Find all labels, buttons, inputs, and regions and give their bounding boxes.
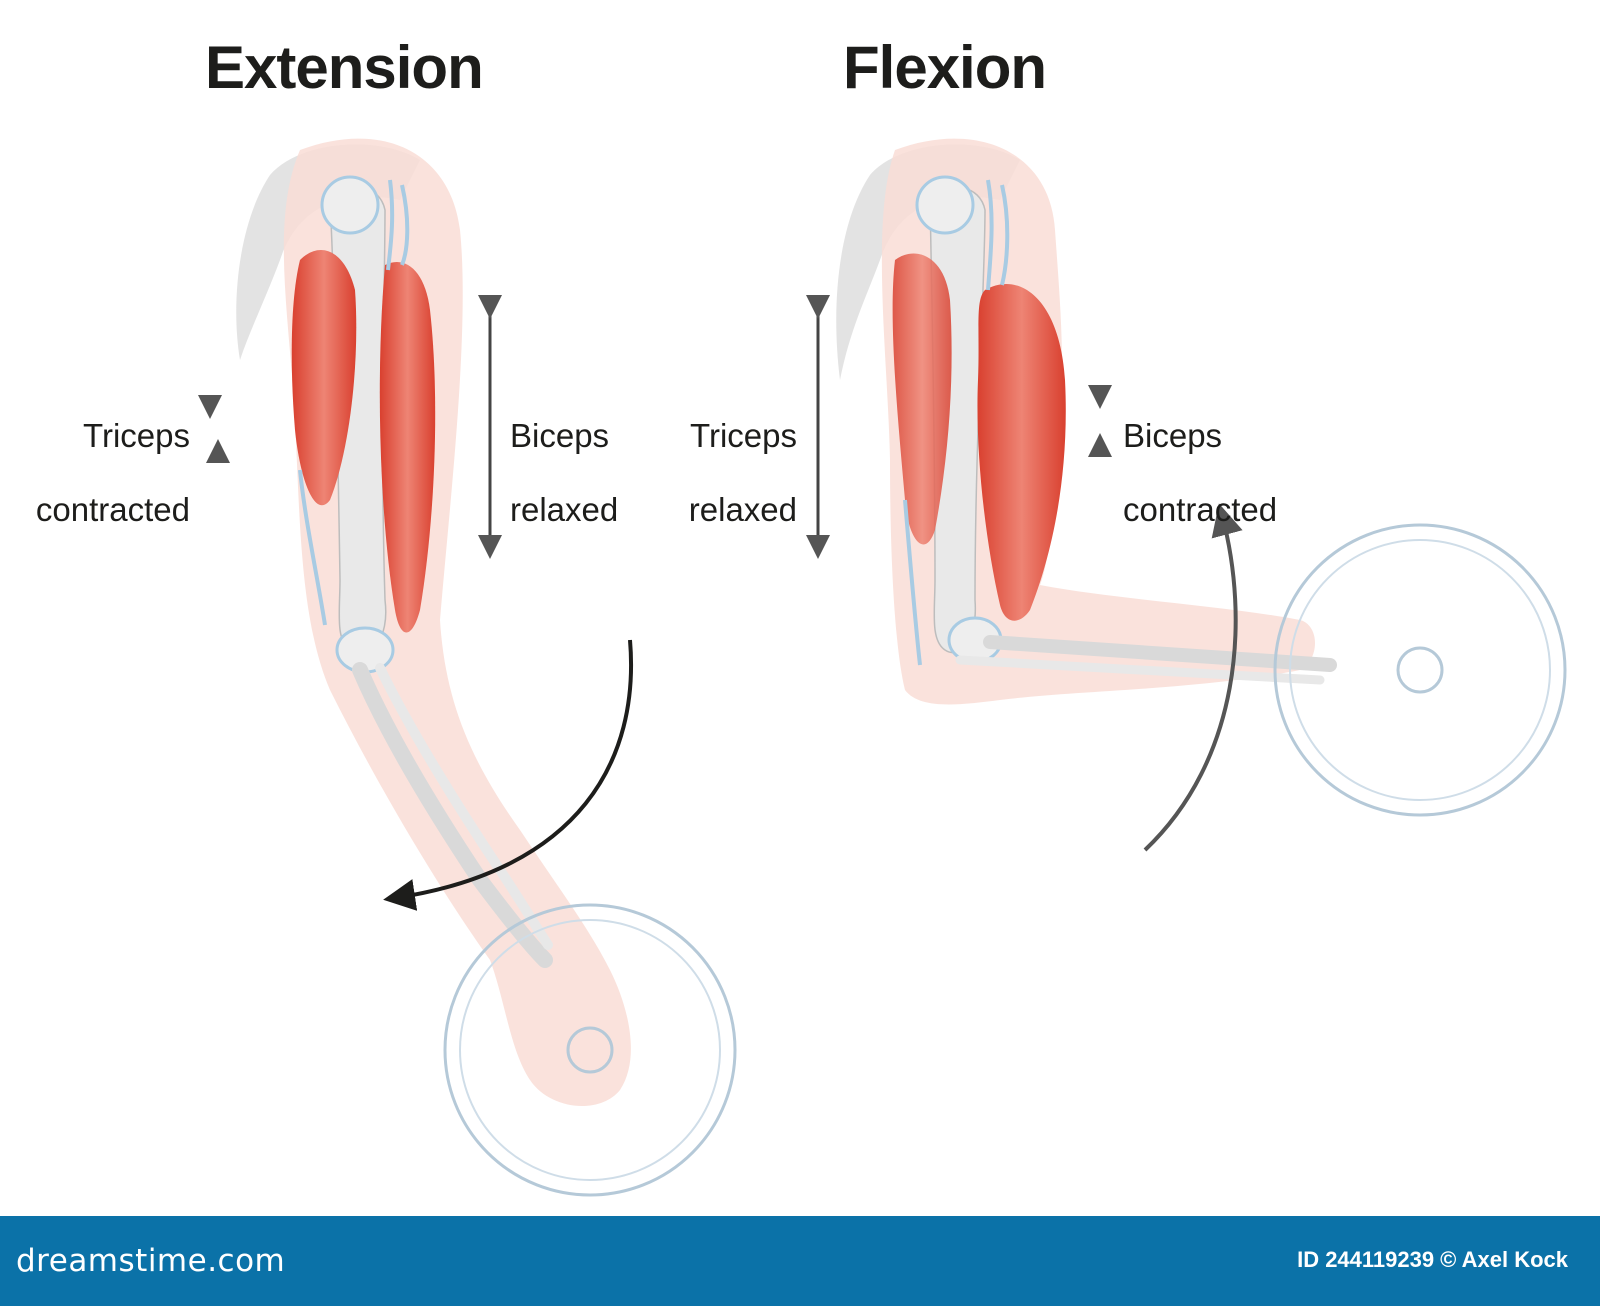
extension-triceps-tendon (298, 469, 327, 626)
footer-bar: dreamstime.com ID 244119239© Axel Kock (0, 1216, 1600, 1306)
extension-scapula (236, 144, 420, 360)
extension-humeral-head (320, 175, 380, 235)
extension-radius (352, 662, 553, 968)
flexion-triceps-label-line2: relaxed (688, 491, 797, 528)
extension-biceps-label-line2: relaxed (510, 491, 619, 528)
flexion-biceps (977, 284, 1066, 621)
extension-biceps-label-line1: Biceps (510, 417, 610, 454)
extension-biceps-label: Biceps relaxed (510, 380, 660, 565)
extension-triceps-label-line1: Triceps (83, 417, 190, 454)
extension-triceps (291, 250, 357, 506)
extension-rotation-arrow (383, 639, 633, 911)
footer-copyright: © Axel Kock (1440, 1247, 1568, 1272)
flexion-biceps-label-line1: Biceps (1123, 417, 1223, 454)
footer-credit: ID 244119239© Axel Kock (1297, 1247, 1574, 1273)
extension-arm (236, 138, 737, 1197)
flexion-rotation-arrow (1143, 503, 1243, 852)
flexion-ulna (955, 655, 1325, 685)
extension-biceps (379, 262, 436, 633)
flexion-arm (836, 138, 1567, 817)
flexion-plate-outer (1273, 523, 1567, 817)
flexion-triceps-tendon (903, 499, 922, 666)
arm-diagram-svg (198, 138, 1567, 1197)
flexion-humeral-head (915, 175, 975, 235)
flexion-biceps-tendon (986, 179, 994, 291)
extension-plate-hub (566, 1026, 614, 1074)
flexion-scapula (836, 144, 1020, 380)
flexion-triceps-label: Triceps relaxed (640, 380, 797, 565)
extension-arrows (198, 295, 633, 911)
flexion-triceps (892, 253, 952, 545)
extension-triceps-label-line2: contracted (35, 491, 190, 528)
flexion-biceps-label-line2: contracted (1123, 491, 1278, 528)
extension-plate-outer (443, 903, 737, 1197)
flexion-radius (983, 635, 1337, 672)
footer-image-id: ID 244119239 (1297, 1247, 1435, 1272)
flexion-triceps-label-line1: Triceps (690, 417, 797, 454)
flexion-title: Flexion (843, 34, 1047, 101)
extension-plate-inner (459, 919, 721, 1181)
flexion-plate-inner (1289, 539, 1551, 801)
extension-biceps-tendon (386, 179, 395, 271)
flexion-biceps-tendon-2 (1000, 184, 1010, 286)
extension-biceps-tendon-2 (400, 184, 410, 266)
extension-triceps-label: Triceps contracted (0, 380, 190, 565)
flexion-plate-hub (1396, 646, 1444, 694)
flexion-arrows (806, 285, 1243, 852)
footer-brand-logo: dreamstime.com (16, 1243, 286, 1279)
extension-title: Extension (205, 34, 484, 101)
flexion-biceps-label: Biceps contracted (1123, 380, 1323, 565)
